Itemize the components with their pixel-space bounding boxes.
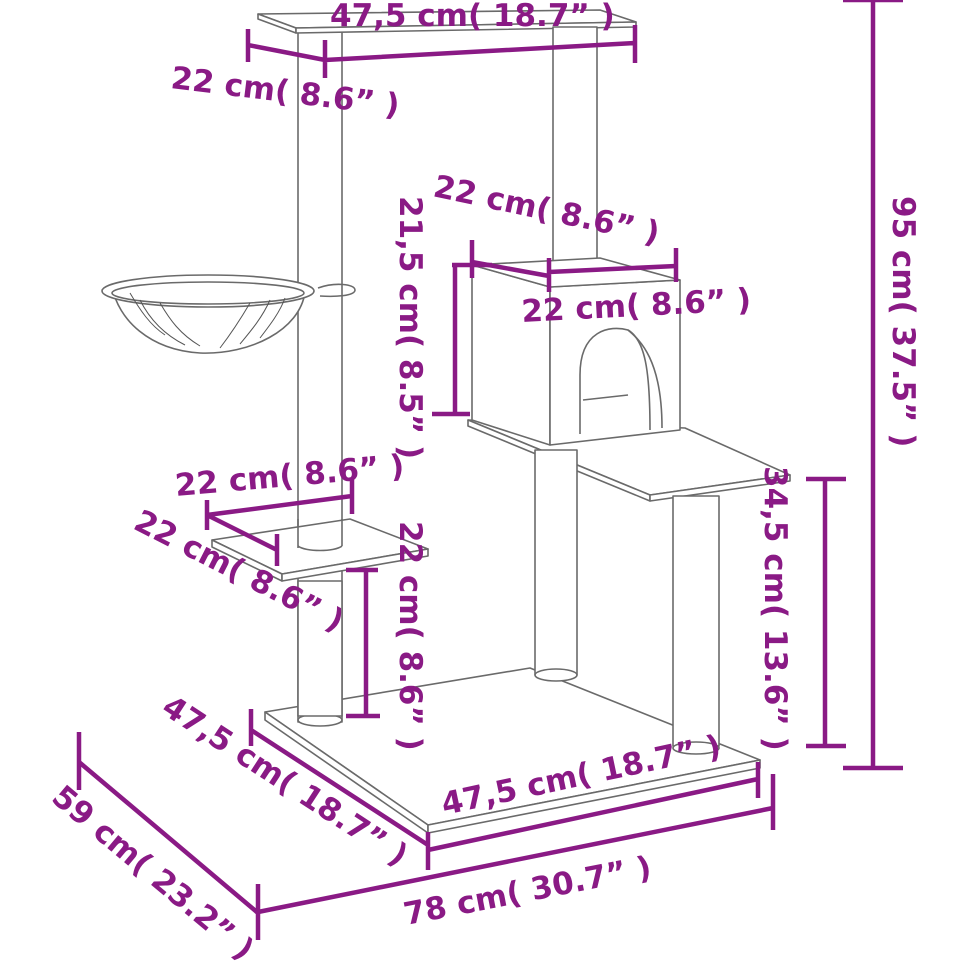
- label-top-platform-depth: 22 cm( 8.6” ): [169, 60, 402, 124]
- label-top-platform-width: 47,5 cm( 18.7” ): [330, 0, 615, 34]
- left-lower-post: [297, 580, 343, 717]
- condo-box: [471, 257, 681, 446]
- low-platform: [211, 518, 429, 582]
- label-condo-height: 21,5 cm( 8.5” ): [392, 196, 428, 459]
- label-step-platform-height: 34,5 cm( 13.6” ): [757, 466, 793, 751]
- cat-tree-drawing: [101, 9, 791, 834]
- dimension-lines: [76, 0, 903, 940]
- label-low-platform-height: 22 cm( 8.6” ): [392, 521, 428, 751]
- label-overall-width: 78 cm( 30.7” ): [401, 850, 655, 933]
- hammock-basket: [101, 274, 356, 354]
- right-upper-post: [552, 26, 598, 268]
- label-condo-depth: 22 cm( 8.6” ): [430, 169, 662, 252]
- step-posts: [534, 449, 720, 755]
- label-low-platform-width: 22 cm( 8.6” ): [174, 448, 406, 504]
- base-board: [264, 667, 761, 834]
- label-total-height: 95 cm( 37.5” ): [885, 196, 921, 447]
- label-overall-depth: 59 cm( 23.2” ): [45, 779, 261, 968]
- top-platform: [257, 9, 637, 34]
